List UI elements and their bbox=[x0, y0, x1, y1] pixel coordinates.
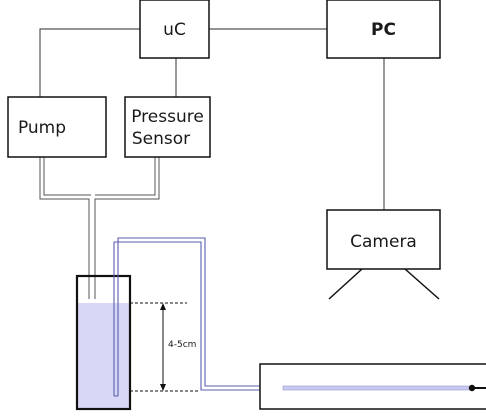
capillary-tube bbox=[113, 237, 283, 397]
wire-uc-to-pump bbox=[39, 28, 140, 97]
pump-box: Pump bbox=[7, 96, 107, 158]
pressure-sensor-label-line2: Sensor bbox=[132, 129, 190, 149]
height-dimension: 4-5cm bbox=[130, 302, 200, 392]
uc-label: uC bbox=[163, 20, 186, 40]
camera-label: Camera bbox=[350, 232, 417, 252]
liquid-reservoir bbox=[75, 274, 132, 411]
pc-box: PC bbox=[326, 0, 441, 59]
uc-box: uC bbox=[139, 0, 210, 59]
dimension-label: 4-5cm bbox=[168, 340, 196, 350]
track-plunger-ball bbox=[468, 384, 476, 392]
camera-leg-left bbox=[328, 268, 363, 300]
measurement-track bbox=[259, 363, 486, 410]
pressure-sensor-label-line1: Pressure bbox=[131, 107, 204, 127]
camera-leg-right bbox=[404, 268, 440, 300]
pump-label: Pump bbox=[18, 118, 66, 138]
camera-box: Camera bbox=[326, 209, 441, 300]
pc-label: PC bbox=[371, 20, 396, 40]
liquid-fill bbox=[78, 303, 129, 408]
track-channel bbox=[282, 385, 474, 391]
signal-wires bbox=[39, 28, 385, 210]
air-tubing bbox=[39, 157, 160, 299]
pressure-sensor-box: Pressure Sensor bbox=[124, 96, 211, 158]
